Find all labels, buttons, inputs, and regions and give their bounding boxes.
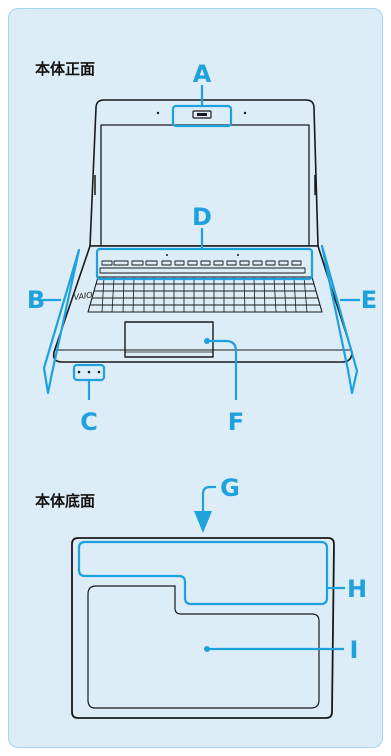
indicator-light-1	[77, 370, 81, 374]
brand-logo: VAIO	[73, 290, 93, 302]
callout-lines-front	[42, 85, 360, 400]
touchpad	[124, 321, 214, 358]
battery-bay	[87, 585, 320, 709]
callout-e: E	[361, 286, 377, 314]
touchpad-marker	[204, 338, 210, 344]
laptop-bottom	[71, 537, 335, 719]
callout-i: I	[350, 636, 359, 664]
battery-marker	[204, 646, 210, 652]
indicator-light-3	[97, 370, 101, 374]
callout-h: H	[347, 575, 367, 603]
front-view-label: 本体正面	[35, 60, 96, 78]
indicator-light-2	[87, 370, 91, 374]
bottom-view-label: 本体底面	[35, 492, 96, 510]
callout-c: C	[80, 408, 98, 436]
callout-b: B	[27, 286, 45, 314]
function-key-row	[99, 254, 306, 274]
callout-lines-bottom	[77, 485, 345, 651]
callout-a: A	[193, 60, 212, 88]
keyboard	[87, 276, 323, 313]
bottom-case	[71, 537, 335, 719]
callout-g: G	[220, 474, 240, 502]
arrow-down-icon	[194, 511, 212, 533]
laptop-lid	[89, 99, 319, 247]
callout-d: D	[192, 203, 212, 231]
camera	[192, 110, 212, 119]
laptop-base	[52, 245, 353, 363]
callout-f: F	[228, 408, 244, 436]
